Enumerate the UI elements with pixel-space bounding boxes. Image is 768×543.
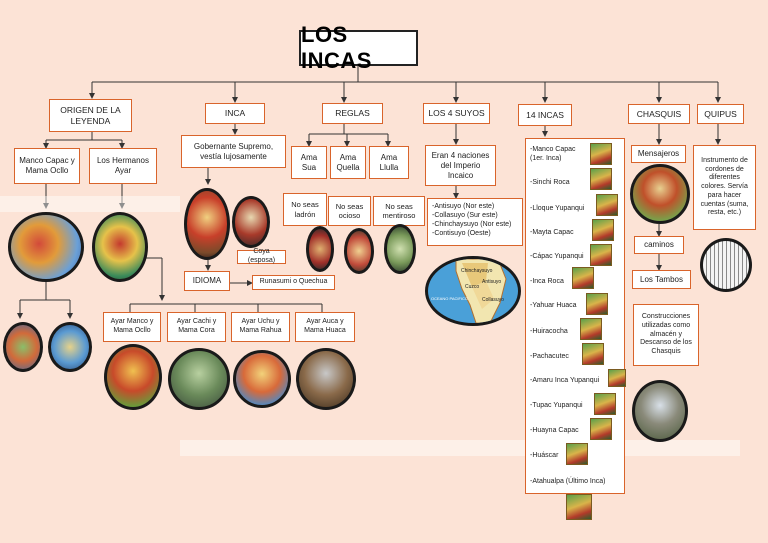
category-quipus: QUIPUS [697,104,744,124]
mensajeros-box: Mensajeros [631,145,686,163]
inca-portrait-13 [566,443,588,465]
suyos-description: Eran 4 naciones del Imperio Incaico [425,145,496,186]
lengua-box: Runasumi o Quechua [252,275,335,290]
map-label: Collasuyo [482,297,504,303]
ayar-pair-2: Ayar Cachi y Mama Cora [167,312,226,342]
inca-portrait-4 [592,219,614,241]
meaning-no-seas-mentiroso: No seas mentiroso [373,196,425,226]
inca-portrait-11 [594,393,616,415]
gobernante-box: Gobernante Supremo, vestía lujosamente [181,135,286,168]
inca-list-item: -Pachacutec [530,353,569,360]
suyos-list: -Antisuyo (Nor este) -Collasuyo (Sur est… [427,198,523,246]
regla-image-3 [384,224,416,274]
ayar-pair-3: Ayar Uchu y Mama Rahua [231,312,290,342]
quipu-image [700,238,752,292]
tambo-image [632,380,688,442]
inca-portrait-10 [608,369,626,387]
regla-ama-quella: Ama Quella [330,146,366,179]
inca-list-item: -Lloque Yupanqui [530,205,585,212]
caminos-box: caminos [634,236,684,254]
inca-portrait-12 [590,418,612,440]
manco-capac-image [8,212,84,282]
suyo-item: -Collasuyo (Sur este) [432,212,498,220]
inca-emperor-image [184,188,230,260]
coya-box: Coya (esposa) [237,248,286,264]
inca-list-item: -Huiracocha [530,328,568,335]
inca-portrait-2 [590,168,612,190]
meaning-no-seas-ladron: No seas ladrón [283,193,327,226]
hermanos-ayar-image [92,212,148,282]
ayar-pair-4: Ayar Auca y Mama Huaca [295,312,355,342]
decorative-band [0,196,180,212]
suyo-item: -Contisuyo (Oeste) [432,230,491,238]
inca-list-item: -Yahuar Huaca [530,302,577,309]
coya-image [232,196,270,248]
inca-list-item: -Mayta Capac [530,229,574,236]
inca-list-item: -Huáscar [530,452,559,459]
suyo-item: -Chinchaysuyo (Nor este) [432,221,512,229]
ayar-pair-1: Ayar Manco y Mama Ocllo [103,312,161,342]
regla-image-1 [306,226,334,272]
regla-ama-llulla: Ama Llulla [369,146,409,179]
legend-image-right [48,322,92,372]
meaning-no-seas-ocioso: No seas ocioso [328,196,371,226]
ayar-image-3 [233,350,291,408]
decorative-band [180,440,740,456]
construcciones-box: Construcciones utilizadas como almacén y… [633,304,699,366]
inca-list-item: -Manco Capac (1er. Inca) [530,146,576,163]
inca-list-item: -Cápac Yupanqui [530,253,584,260]
map-label: Chinchaysuyo [461,268,493,274]
incas-list: -Manco Capac (1er. Inca) -Sinchi Roca -L… [525,138,625,494]
category-origen: ORIGEN DE LA LEYENDA [49,99,132,132]
inca-portrait-7 [586,293,608,315]
hermanos-ayar-box: Los Hermanos Ayar [89,148,157,184]
page-title: LOS INCAS [299,22,418,73]
inca-portrait-6 [572,267,594,289]
inca-portrait-1 [590,143,612,165]
inca-portrait-3 [596,194,618,216]
category-suyos: LOS 4 SUYOS [423,103,490,124]
idioma-box: IDIOMA [184,271,230,291]
ayar-image-4 [296,348,356,410]
suyo-item: -Antisuyo (Nor este) [432,203,495,210]
map-label: OCEANO PACIFICO [431,296,469,301]
inca-list-item: -Atahualpa (Último Inca) [530,478,606,485]
legend-image-left [3,322,43,372]
inca-portrait-9 [582,343,604,365]
category-chasquis: CHASQUIS [628,104,690,124]
suyos-map: Chinchaysuyo Cuzco Antisuyo Collasuyo OC… [425,256,521,326]
inca-list-item: -Sinchi Roca [530,179,570,186]
inca-list-item: -Huayna Capac [530,427,579,434]
category-inca: INCA [205,103,265,124]
category-14-incas: 14 INCAS [518,104,572,126]
ayar-image-2 [168,348,230,410]
tambos-box: Los Tambos [632,270,691,289]
map-label: Antisuyo [482,279,502,285]
map-label: Cuzco [465,284,480,290]
inca-list-item: -Amaru Inca Yupanqui [530,377,600,384]
category-reglas: REGLAS [322,103,383,124]
regla-ama-sua: Ama Sua [291,146,327,179]
inca-portrait-5 [590,244,612,266]
inca-portrait-14 [566,494,592,520]
inca-portrait-8 [580,318,602,340]
manco-capac-box: Manco Capac y Mama Ocllo [14,148,80,184]
regla-image-2 [344,228,374,274]
inca-list-item: -Tupac Yupanqui [530,402,583,409]
chasqui-image [630,164,690,224]
inca-list-item: -Inca Roca [530,278,564,285]
ayar-image-1 [104,344,162,410]
quipus-description: Instrumento de cordones de diferentes co… [693,145,756,230]
